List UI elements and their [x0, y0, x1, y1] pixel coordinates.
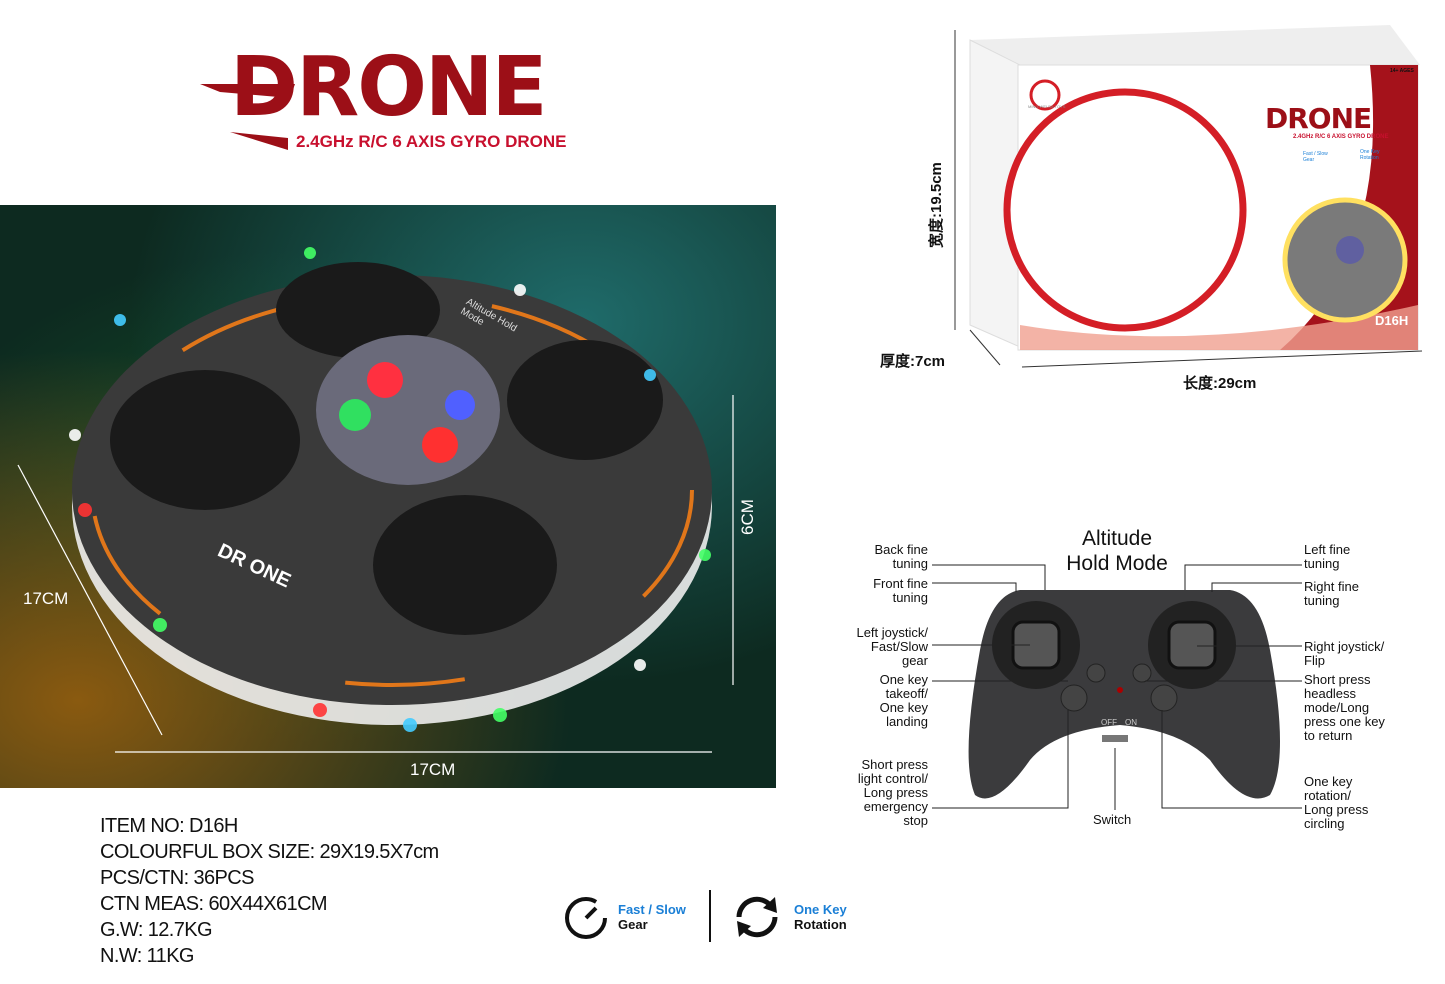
spec-item-no: ITEM NO: D16H: [100, 815, 238, 837]
label-light-emergency: Short press light control/ Long press em…: [857, 757, 928, 828]
box-feature-1: Fast / Slow Gear: [1303, 151, 1328, 163]
spec-net-weight: N.W: 11KG: [100, 945, 194, 967]
box-subtitle: 2.4GHz R/C 6 AXIS GYRO DRONE: [1293, 134, 1389, 140]
box-age-badge: 14+ AGES: [1390, 68, 1414, 74]
drone-photo: 17CM 17CM 6CM DR ONE Altitude Hold Mode: [0, 205, 776, 788]
width-dimension-label: 17CM: [410, 760, 456, 779]
label-left-fine-tuning: Left fine tuning: [1304, 542, 1351, 571]
box-feature-2: One Key Rotation: [1360, 149, 1380, 161]
box-thickness-label: 厚度:7cm: [880, 353, 946, 370]
controller-title-line1: Altitude: [1081, 527, 1153, 550]
label-right-joystick: Right joystick/ Flip: [1304, 639, 1385, 668]
depth-dimension-label: 17CM: [23, 589, 69, 608]
label-right-fine-tuning: Right fine tuning: [1304, 579, 1359, 608]
feature-fast-slow: Fast / Slow Gear: [618, 902, 686, 932]
logo-subtitle: 2.4GHz R/C 6 AXIS GYRO DRONE: [296, 132, 567, 151]
product-box: [954, 25, 1423, 368]
controller-diagram: [932, 564, 1302, 810]
box-model: D16H: [1375, 313, 1409, 328]
feature-one-key-rotation: One Key Rotation: [794, 902, 847, 932]
logo-title: DRONE: [230, 40, 548, 135]
spec-box-size: COLOURFUL BOX SIZE: 29X19.5X7cm: [100, 841, 439, 863]
height-dimension-label: 6CM: [738, 499, 757, 535]
switch-on-label: ON: [1125, 718, 1137, 727]
label-takeoff-landing: One key takeoff/ One key landing: [879, 672, 928, 729]
feature-rotation-line2: Rotation: [794, 917, 847, 932]
spec-ctn-meas: CTN MEAS: 60X44X61CM: [100, 893, 328, 915]
label-switch: Switch: [1093, 812, 1132, 827]
label-front-fine-tuning: Front fine tuning: [873, 576, 928, 605]
spec-pcs-ctn: PCS/CTN: 36PCS: [100, 867, 254, 889]
speedometer-icon: [565, 897, 607, 939]
box-length-label: 长度:29cm: [1183, 375, 1257, 392]
switch-off-label: OFF: [1101, 718, 1117, 727]
rotation-icon: [736, 896, 778, 938]
label-rotation-circling: One key rotation/ Long press circling: [1304, 774, 1369, 831]
label-headless-return: Short press headless mode/Long press one…: [1304, 672, 1385, 743]
box-width-label: 宽度:19.5cm: [928, 162, 945, 248]
feature-fast-slow-line1: Fast / Slow: [618, 902, 686, 917]
controller-title-line2: Hold Mode: [1066, 552, 1168, 575]
feature-rotation-line1: One Key: [794, 902, 847, 917]
box-logo: DRONE: [1265, 102, 1372, 135]
feature-divider: [709, 890, 711, 942]
spec-gross-weight: G.W: 12.7KG: [100, 919, 213, 941]
label-left-joystick: Left joystick/ Fast/Slow gear: [856, 625, 928, 668]
feature-fast-slow-line2: Gear: [618, 917, 648, 932]
box-brand: MING WEI DA TOYS: [1028, 104, 1066, 109]
drone-illustration: [17, 247, 734, 753]
controller-title: Altitude Hold Mode: [1062, 526, 1172, 576]
logo-swoosh: [200, 84, 295, 150]
label-back-fine-tuning: Back fine tuning: [874, 542, 928, 571]
